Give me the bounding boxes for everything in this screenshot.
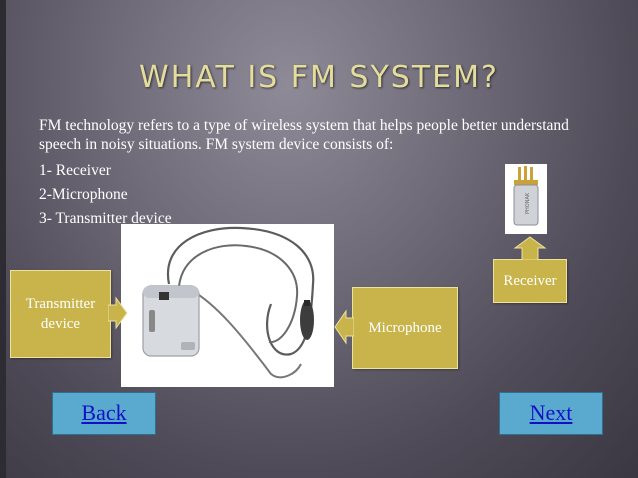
list-item-transmitter: 3- Transmitter device — [39, 210, 172, 227]
microphone-arrow-icon — [334, 309, 354, 345]
microphone-callout: Microphone — [352, 287, 458, 369]
transmitter-label-line1: Transmitter — [25, 296, 96, 312]
receiver-brand-text: PHONAK — [525, 192, 531, 214]
transmitter-label-line2: device — [40, 316, 81, 332]
transmitter-arrow-icon — [108, 296, 128, 330]
receiver-photo: PHONAK — [505, 164, 547, 234]
next-button[interactable]: Next — [499, 392, 603, 435]
microphone-label: Microphone — [368, 320, 442, 336]
list-item-receiver: 1- Receiver — [39, 162, 111, 179]
fm-system-photo — [121, 224, 334, 387]
receiver-arrow-icon — [513, 236, 547, 260]
receiver-callout: Receiver — [493, 259, 567, 303]
left-accent-bar — [0, 0, 6, 478]
transmitter-callout: Transmitter device — [10, 270, 111, 358]
intro-paragraph: FM technology refers to a type of wirele… — [39, 117, 569, 153]
receiver-label: Receiver — [503, 273, 557, 289]
slide-title: WHAT IS FM SYSTEM? — [139, 60, 499, 95]
back-button[interactable]: Back — [52, 392, 156, 435]
slide-body: FM technology refers to a type of wirele… — [39, 116, 599, 231]
list-item-microphone: 2-Microphone — [39, 186, 128, 203]
